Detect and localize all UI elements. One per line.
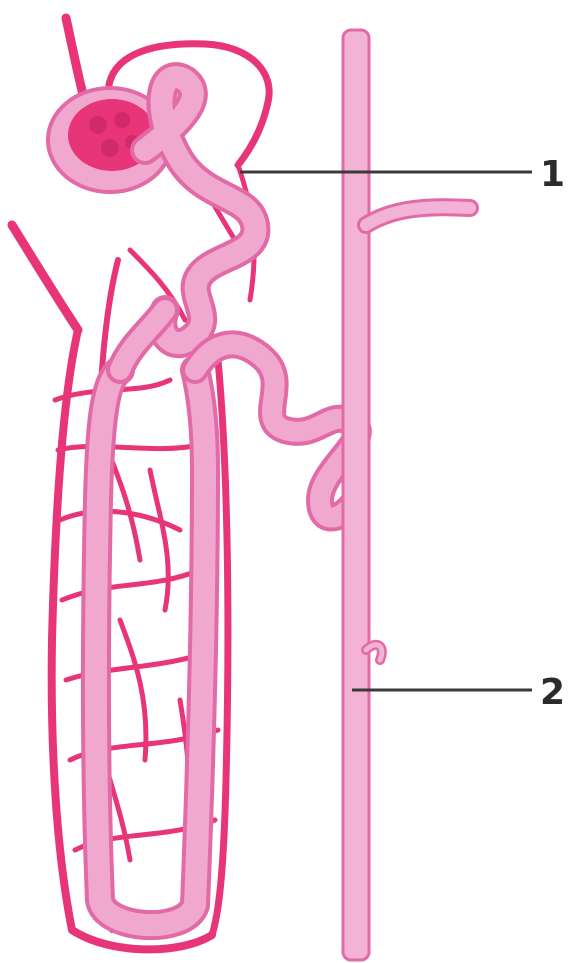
label-2: 2 xyxy=(540,672,565,713)
vessel-left-outer xyxy=(52,330,78,930)
collecting-duct xyxy=(343,30,470,960)
label-1: 1 xyxy=(540,154,565,195)
efferent-arteriole xyxy=(12,225,78,330)
